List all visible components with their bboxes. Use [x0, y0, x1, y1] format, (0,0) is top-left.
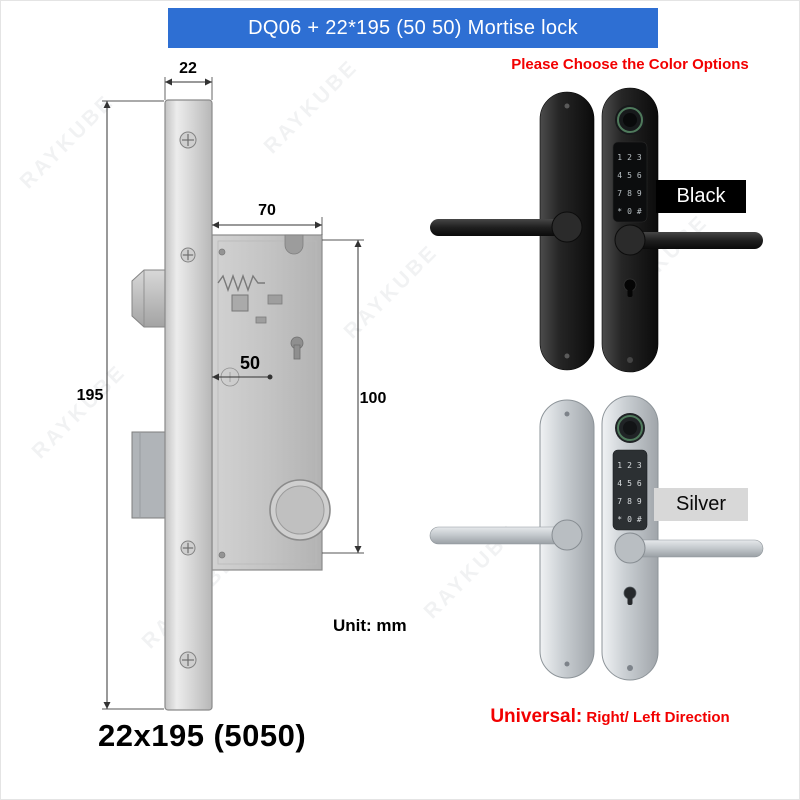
- color-label-black: Black: [676, 185, 726, 207]
- screw-dot: [564, 661, 570, 667]
- color-label-silver: Silver: [675, 493, 726, 515]
- deadbolt: [131, 431, 166, 519]
- color-option-black: Black: [656, 180, 746, 213]
- keypad-row: 456: [617, 171, 646, 180]
- faceplate: [164, 99, 213, 711]
- strike-notch: [284, 234, 304, 255]
- keyhole: [290, 336, 304, 360]
- lever-handle: [430, 219, 562, 236]
- keypad-row: 456: [617, 479, 646, 488]
- universal-text: Right/ Left Direction: [582, 709, 730, 726]
- keypad-row: 123: [617, 461, 646, 470]
- screw-dot: [627, 357, 633, 363]
- unit-label: Unit: mm: [333, 616, 407, 635]
- lock-body: [211, 234, 331, 571]
- dim-70-label: 70: [258, 202, 276, 219]
- touch-keypad: 123 456 789 *0#: [612, 141, 648, 223]
- size-label: 22x195 (5050): [98, 718, 307, 753]
- interior-handle-black: [430, 91, 595, 371]
- exterior-handle-silver: 123 456 789 *0#: [601, 395, 764, 681]
- keypad-row: *0#: [617, 207, 646, 216]
- lever-handle: [429, 526, 563, 545]
- color-options-heading: Please Choose the Color Options: [511, 56, 749, 73]
- screw-dot: [564, 411, 570, 417]
- dim-backset: 50: [212, 353, 273, 381]
- key-cylinder: [623, 586, 637, 605]
- touch-keypad: 123 456 789 *0#: [612, 449, 648, 531]
- screw: [180, 247, 196, 263]
- lever-handle: [623, 232, 763, 249]
- handleset-silver-photo: 123 456 789 *0#: [429, 395, 764, 681]
- product-title: DQ06 + 22*195 (50 50) Mortise lock: [248, 16, 578, 39]
- dim-50-label: 50: [240, 353, 260, 373]
- dim-center-distance: 100: [322, 239, 387, 554]
- color-option-silver: Silver: [654, 488, 748, 521]
- keypad-row: *0#: [617, 515, 646, 524]
- handle-hub: [551, 211, 583, 243]
- handle-hub: [551, 519, 583, 551]
- screw: [180, 540, 196, 556]
- fingerprint-sensor: [615, 105, 645, 135]
- spindle-hole: [231, 294, 249, 312]
- dim-body-width: 70: [212, 202, 323, 235]
- dim-faceplate-height: 195: [77, 100, 164, 710]
- dim-100-label: 100: [360, 390, 387, 407]
- dim-faceplate-width: 22: [164, 60, 213, 100]
- keypad-row: 123: [617, 153, 646, 162]
- screw-dot: [564, 353, 570, 359]
- title-banner: DQ06 + 22*195 (50 50) Mortise lock: [168, 8, 658, 48]
- key-cylinder: [623, 278, 637, 297]
- keypad-row: 789: [617, 497, 646, 506]
- interior-handle-silver: [429, 399, 595, 679]
- universal-direction-note: Universal: Right/ Left Direction: [430, 706, 790, 728]
- latch-bolt: [131, 269, 166, 328]
- fingerprint-sensor: [615, 413, 645, 443]
- keypad-row: 789: [617, 189, 646, 198]
- dim-22-label: 22: [179, 60, 197, 77]
- screw-dot: [564, 103, 570, 109]
- handleset-black-photo: 123 456 789 *0#: [430, 87, 763, 373]
- latch-spring: [217, 273, 265, 293]
- screw: [179, 651, 197, 669]
- screw-dot: [627, 665, 633, 671]
- handle-hub: [614, 532, 646, 564]
- universal-prefix: Universal:: [490, 706, 583, 727]
- cylinder-hole: [269, 479, 331, 541]
- mortise-lock-diagram: 22 195 70 100 50: [77, 60, 387, 711]
- exterior-handle-black: 123 456 789 *0#: [601, 87, 763, 373]
- screw: [179, 131, 197, 149]
- dim-195-label: 195: [77, 387, 104, 404]
- handle-hub: [614, 224, 646, 256]
